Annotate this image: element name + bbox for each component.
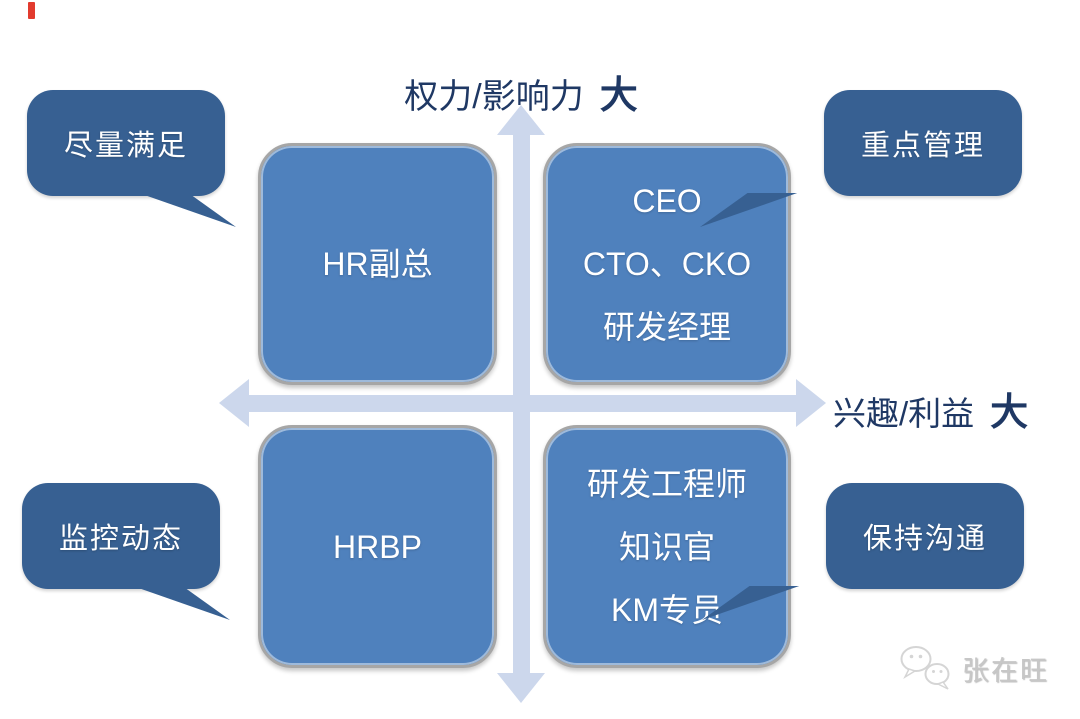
callout-label: 保持沟通	[862, 523, 987, 555]
axis-label-power-emphasis: 大	[599, 75, 638, 117]
axis-label-interest-emphasis: 大	[990, 392, 1029, 434]
callout-top-left: 尽量满足	[27, 90, 225, 196]
quadrant-line: 研发工程师	[586, 465, 747, 502]
quadrant-line: 研发经理	[602, 309, 731, 345]
callout-bottom-right: 保持沟通	[826, 483, 1024, 589]
callout-tail	[138, 193, 236, 227]
red-article-marker	[28, 2, 35, 19]
arrow-left-icon	[219, 379, 249, 427]
callout-label: 重点管理	[860, 130, 985, 162]
quadrant-line: HRBP	[333, 528, 422, 565]
quadrant-box-bottom-left: HRBP	[258, 425, 497, 668]
axis-label-interest-text: 兴趣/利益	[833, 395, 975, 432]
callout-label: 监控动态	[58, 523, 183, 555]
quadrant-line: 知识官	[618, 528, 715, 565]
quadrant-box-bottom-right: 研发工程师 知识官 KM专员	[543, 425, 791, 668]
axis-label-power-text: 权力/影响力	[404, 78, 584, 116]
watermark: 张在旺	[898, 644, 1049, 692]
arrow-down-icon	[497, 673, 545, 703]
quadrant-box-top-right: CEO CTO、CKO 研发经理	[543, 143, 791, 385]
wechat-icon	[900, 646, 950, 690]
vertical-axis-bar	[513, 132, 530, 674]
quadrant-line: CTO、CKO	[582, 246, 752, 282]
callout-bottom-left: 监控动态	[22, 483, 220, 589]
callout-tail	[132, 586, 230, 620]
quadrant-line: KM专员	[610, 591, 723, 628]
arrow-right-icon	[796, 379, 826, 427]
axis-label-interest-benefit: 兴趣/利益大	[833, 381, 1028, 436]
watermark-name: 张在旺	[962, 655, 1049, 686]
callout-top-right: 重点管理	[824, 90, 1022, 196]
quadrant-box-top-left: HR副总	[258, 143, 497, 385]
axis-label-power-influence: 权力/影响力大	[311, 64, 731, 119]
quadrant-line: HR副总	[322, 246, 433, 282]
callout-label: 尽量满足	[63, 130, 188, 162]
quadrant-line: CEO	[632, 183, 702, 219]
arrow-up-icon	[497, 105, 545, 135]
